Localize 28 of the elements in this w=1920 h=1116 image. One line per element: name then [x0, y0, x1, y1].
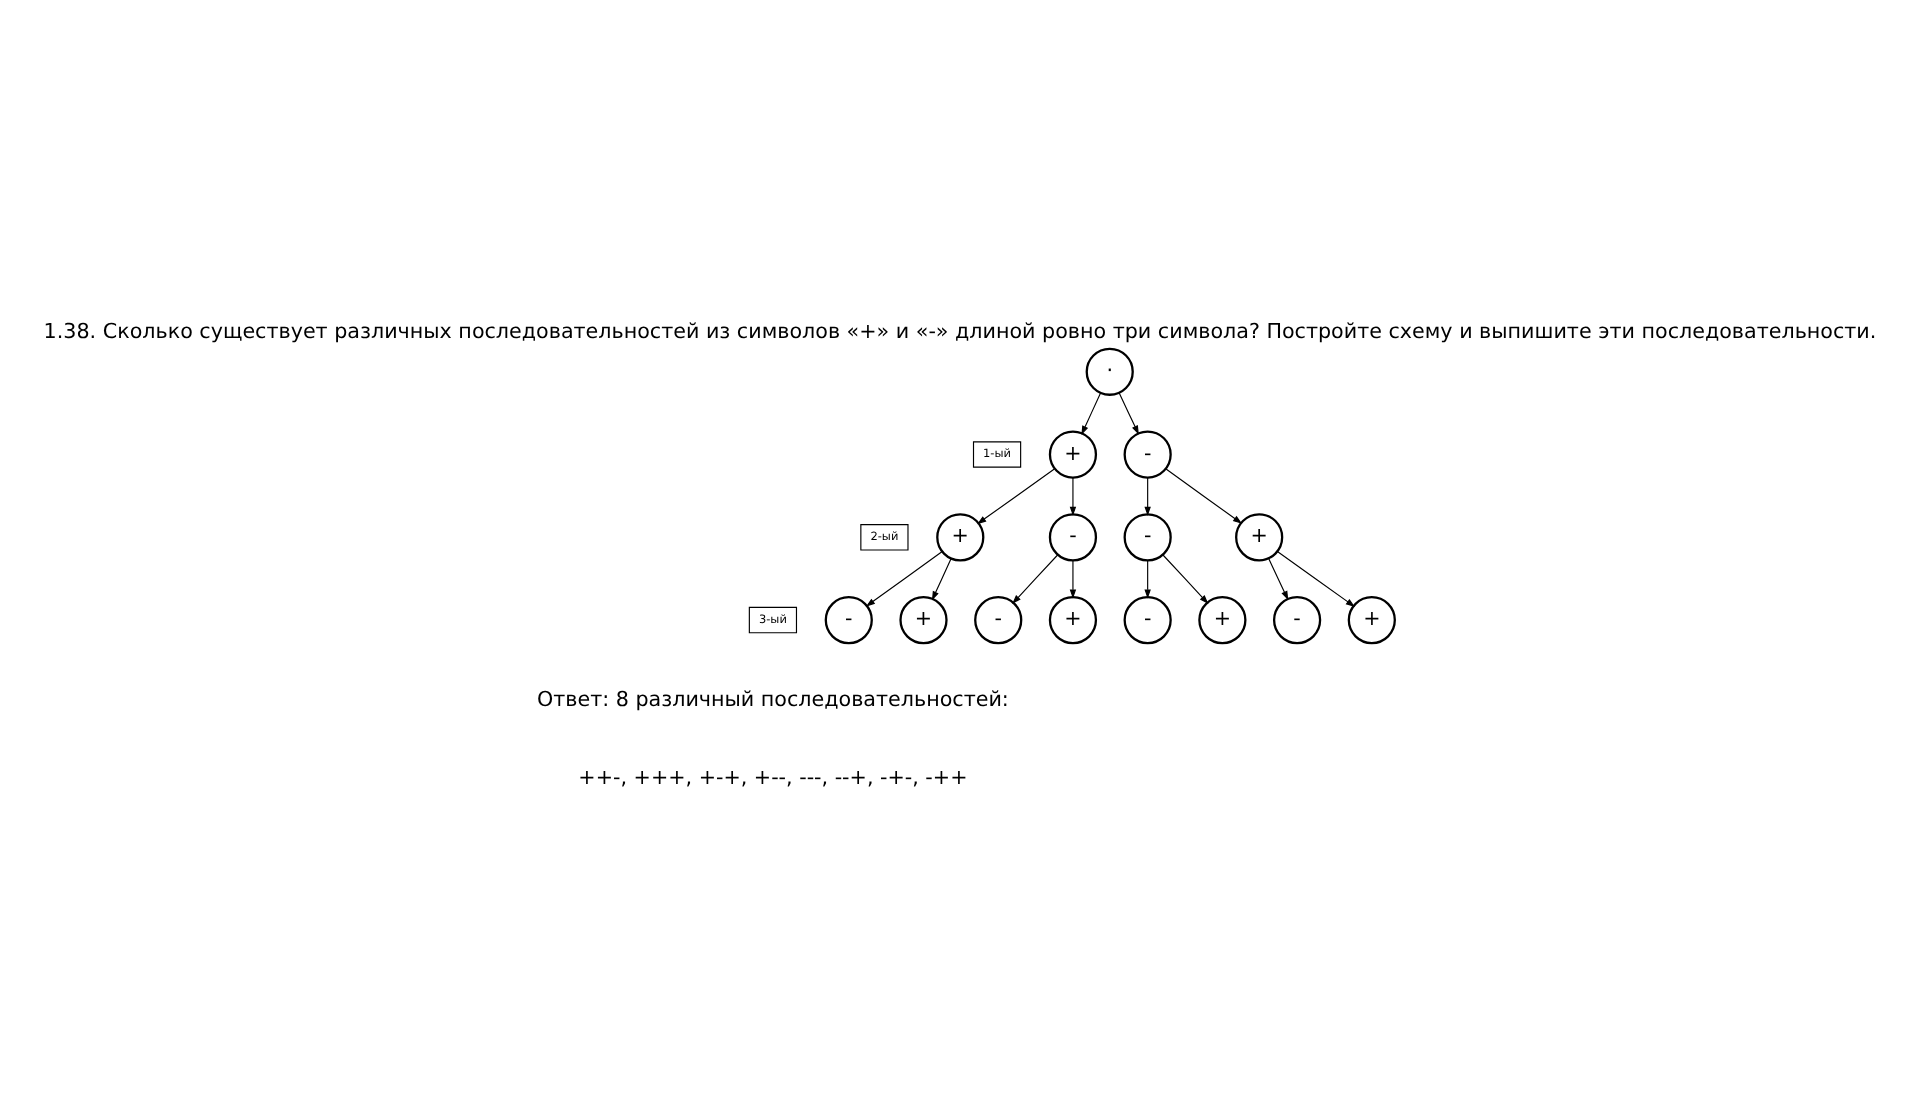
node-circle: + — [1235, 513, 1284, 562]
node-circle: - — [1123, 430, 1172, 479]
label: ++-, +++, +-+, +--, ---, --+, -+-, -++ — [578, 765, 968, 790]
arrow — [1267, 557, 1289, 601]
arrow — [1165, 468, 1243, 524]
node-circle: · — [1085, 347, 1134, 396]
arrow — [1081, 392, 1102, 435]
node-circle: - — [824, 595, 873, 645]
arrow — [1144, 477, 1151, 516]
node-circle: - — [1123, 595, 1172, 645]
arrow — [1118, 392, 1139, 435]
diagram-title: 1.38. Сколько существует различных последовательностей из символов «+» и «-» длиной ровно три символа? Постройте схему и выпишите эти последовательности. — [43, 319, 1877, 344]
arrow — [1144, 559, 1151, 599]
arrow — [1162, 554, 1209, 604]
arrow — [1277, 551, 1355, 607]
label: Ответ: 8 различный последовательностей: — [537, 687, 1009, 712]
node-circle: - — [1123, 513, 1172, 562]
node-circle: + — [1048, 595, 1098, 645]
node-circle: - — [1272, 595, 1322, 645]
node-circle: + — [1048, 430, 1098, 479]
node-circle: + — [899, 595, 948, 645]
arrow — [1069, 477, 1077, 516]
node-circle: - — [1048, 513, 1098, 562]
arrow — [1012, 554, 1059, 604]
arrow — [1069, 559, 1077, 599]
arrow — [931, 558, 952, 601]
arrow — [977, 468, 1055, 525]
arrow — [865, 551, 943, 607]
